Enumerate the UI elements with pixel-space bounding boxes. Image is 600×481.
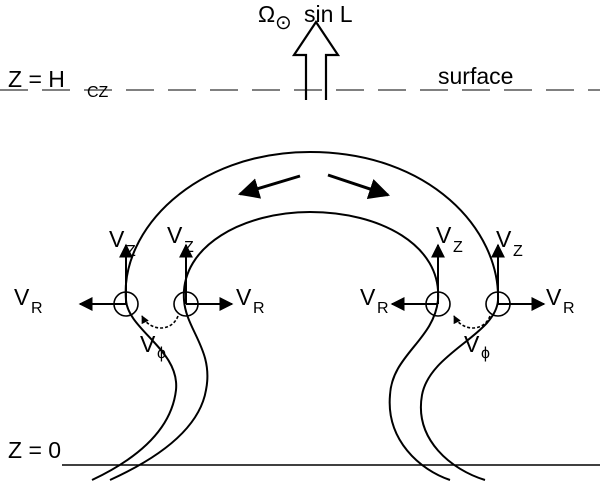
bottom-level-label: Z = 0 [8,437,61,463]
vz-label-right-inner: V Z [436,222,463,256]
svg-text:V: V [546,284,562,310]
omega-symbol: Ω [258,1,275,27]
sun-subscript: ⊙ [275,12,292,34]
rotation-arrow-icon [291,20,341,100]
vz-label-right-outer: V Z [496,226,523,260]
svg-text:ϕ: ϕ [481,345,490,362]
svg-text:Z: Z [453,239,463,256]
vphi-arrow-left [141,315,179,329]
svg-text:V: V [360,284,376,310]
vr-label-left-inner: V R [236,284,265,317]
vr-label-left-outer: V R [14,284,43,317]
flux-tube-inner [109,210,451,481]
svg-text:V: V [14,284,30,310]
flow-arrow-right [327,173,390,199]
svg-text:V: V [496,226,512,252]
vz-label-left-outer: V Z [109,226,136,260]
svg-text:ϕ: ϕ [157,345,166,362]
rotation-label: Ω ⊙ sin L [258,1,353,34]
svg-text:R: R [253,300,265,317]
hcz-subscript: CZ [87,84,109,101]
top-level-label: Z = H CZ [8,66,109,101]
sin-l-text: sin L [304,1,353,27]
svg-text:V: V [436,222,452,248]
svg-text:V: V [464,331,480,357]
svg-text:V: V [167,222,183,248]
vr-label-right-outer: V R [546,284,575,317]
svg-text:V: V [109,226,125,252]
vphi-label-right: V ϕ [464,331,490,362]
svg-text:Z: Z [126,243,136,260]
flow-arrow-left [237,174,301,199]
svg-text:Z = H: Z = H [8,66,65,92]
vphi-arrow-right [453,315,491,329]
svg-text:V: V [140,331,156,357]
svg-text:R: R [377,300,389,317]
surface-label: surface [438,63,513,89]
vr-label-right-inner: V R [360,284,389,317]
vz-label-left-inner: V Z [167,222,194,256]
flux-tube-outer [91,150,500,481]
svg-text:V: V [236,284,252,310]
svg-text:Z: Z [513,243,523,260]
svg-text:Z: Z [184,239,194,256]
svg-text:R: R [31,300,43,317]
svg-text:R: R [563,300,575,317]
vphi-label-left: V ϕ [140,331,166,362]
